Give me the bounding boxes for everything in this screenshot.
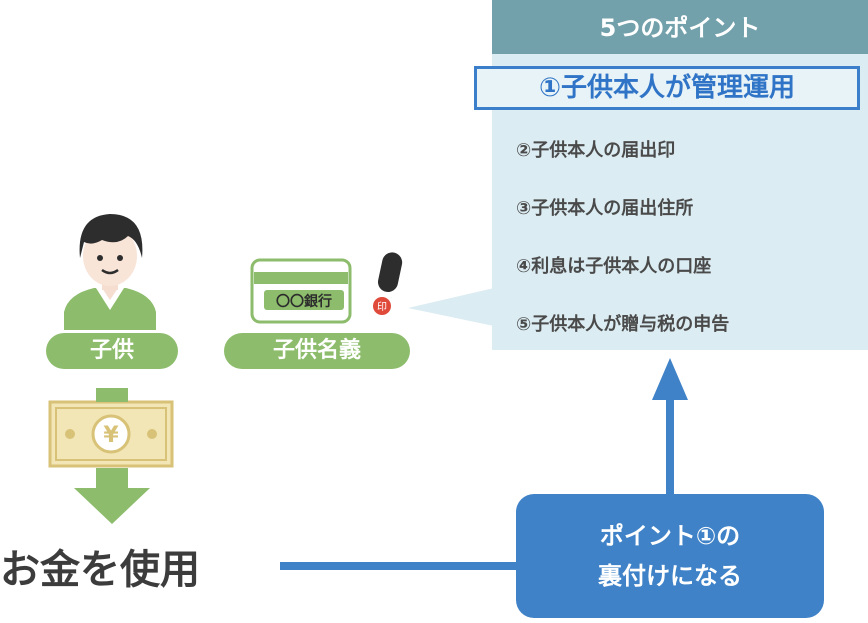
child-avatar-icon <box>64 214 156 330</box>
connector-arrows <box>280 358 688 570</box>
proof-callout: ポイント①の 裏付けになる <box>516 494 824 618</box>
bank-name-text: 〇〇銀行 <box>276 293 332 310</box>
seal-stamp-icon: 印 <box>373 252 403 315</box>
yen-symbol: ¥ <box>103 423 119 448</box>
points-panel-title: 5つのポイント <box>492 0 868 54</box>
point-3: ③子供本人の届出住所 <box>516 198 694 219</box>
callout-line-2: 裏付けになる <box>598 562 742 590</box>
use-money-label: お金を使用 <box>0 547 200 593</box>
point-4: ④利息は子供本人の口座 <box>516 256 712 277</box>
speech-tail <box>408 288 494 326</box>
callout-line-1: ポイント①の <box>599 522 741 550</box>
bankbook-icon: 〇〇銀行 <box>250 258 352 324</box>
point-5: ⑤子供本人が贈与税の申告 <box>516 314 730 335</box>
point-2: ②子供本人の届出印 <box>516 140 676 161</box>
child-label: 子供 <box>46 333 178 369</box>
points-panel <box>492 0 868 350</box>
child-name-account-label: 子供名義 <box>224 333 410 369</box>
banknote-icon: ¥ <box>48 400 174 468</box>
down-arrow-icon <box>74 388 150 524</box>
point-1-highlight: ①子供本人が管理運用 <box>474 66 860 110</box>
seal-char: 印 <box>377 301 387 313</box>
